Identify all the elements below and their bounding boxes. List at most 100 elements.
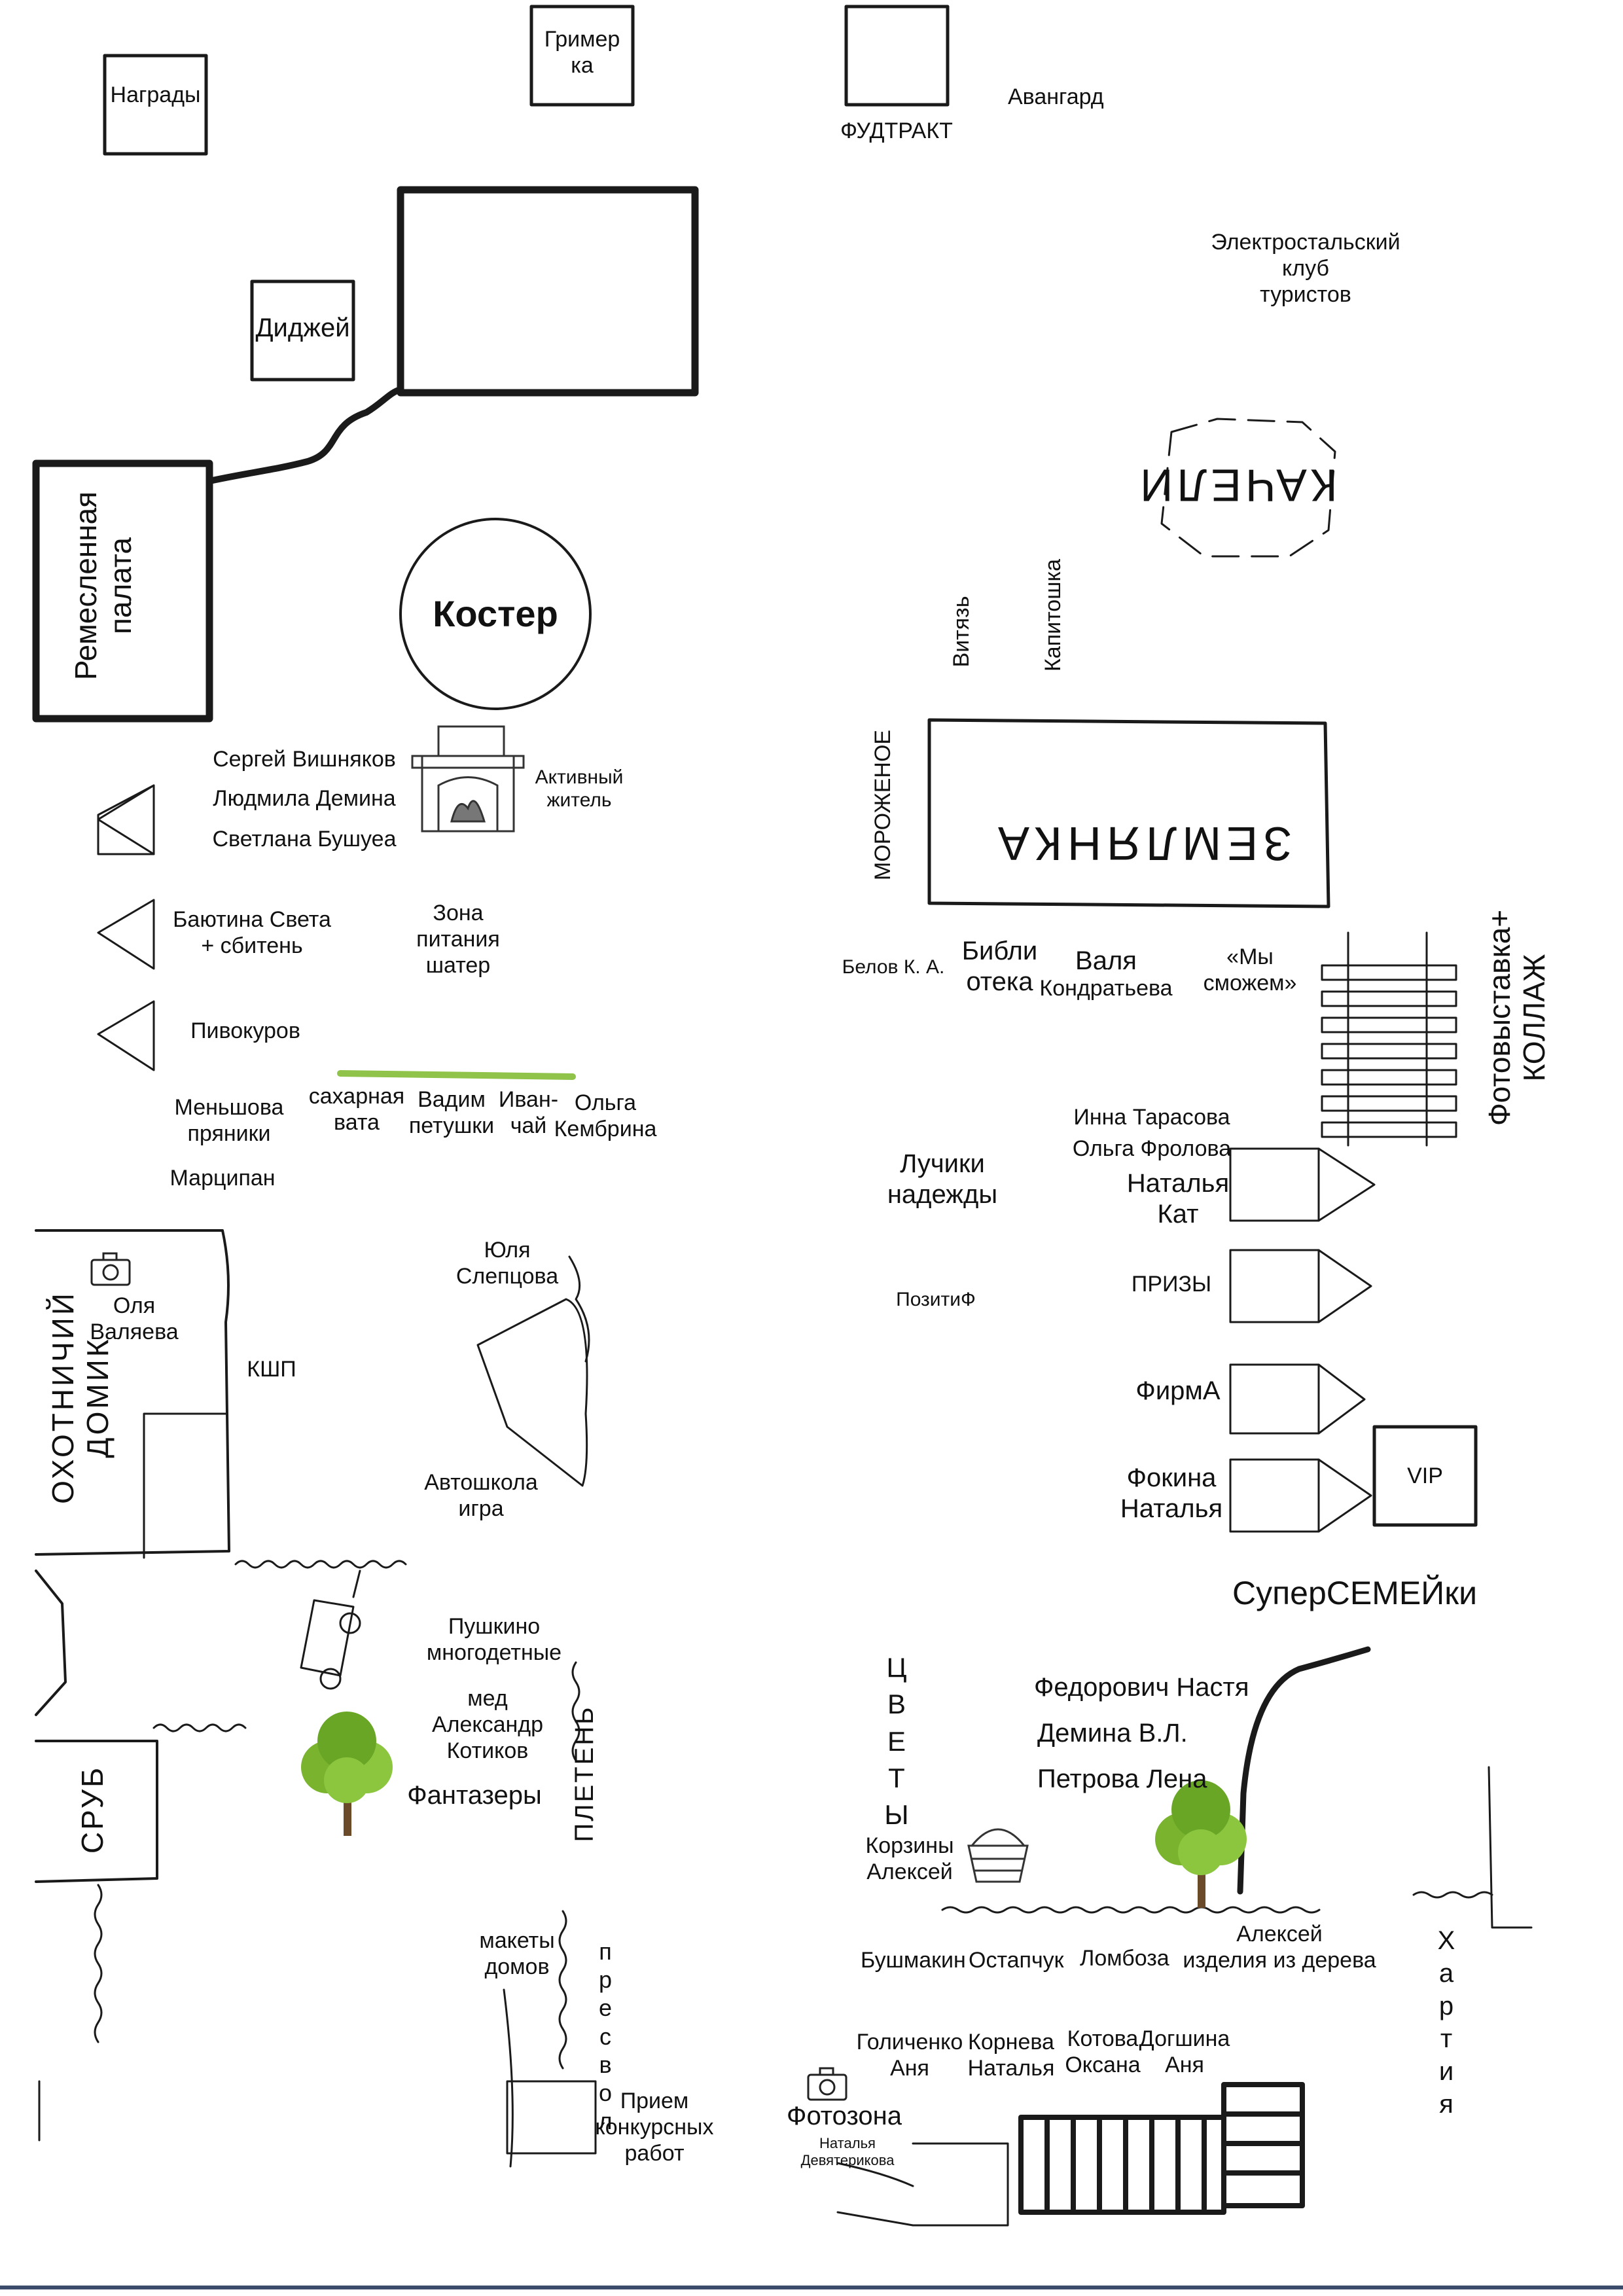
driving-school-label: Автошкола игра: [424, 1470, 538, 1522]
marzipan-label: Марципан: [169, 1166, 276, 1191]
hunter-house-outline: [35, 1229, 230, 1556]
vip-label: VIP: [1407, 1463, 1443, 1488]
natalia-kat-label: Наталья Кат: [1126, 1169, 1230, 1229]
wavy-mid: [152, 1723, 247, 1732]
swings-octagon: [1160, 418, 1336, 558]
kshp-label: КШП: [247, 1357, 296, 1382]
ostapchuk-label: Остапчук: [969, 1948, 1064, 1973]
prizes-label: ПРИЗЫ: [1131, 1272, 1212, 1297]
swings-label: КАЧЕЛИ: [1136, 459, 1338, 511]
yulia-label: Юля Слепцова: [455, 1238, 559, 1289]
tree-icon-left: [301, 1712, 393, 1836]
alexey-wood-label: Алексей изделия из дерева: [1183, 1922, 1376, 1973]
craft-chamber-label: Ремесленная палата: [69, 491, 137, 681]
stall-firma: [1229, 1363, 1366, 1435]
stall-baiutina-label: Баютина Света + сбитень: [173, 907, 331, 959]
inna-label: Инна Тарасова: [1073, 1105, 1230, 1130]
ivan-tea-label: Иван- чай: [498, 1087, 559, 1139]
stall-name-1: Сергей Вишняков: [213, 747, 396, 772]
stage-box: [397, 186, 699, 397]
bonfire-circle: [399, 518, 592, 710]
vip-box: [1372, 1425, 1478, 1527]
menshova-label: Меньшова пряники: [174, 1095, 284, 1147]
pozitif-label: ПозитиФ: [896, 1289, 976, 1310]
photozone-box: [912, 2142, 1009, 2227]
gate-sketch: [1018, 2082, 1305, 2215]
lower-left-path: [38, 1988, 514, 2168]
photozone-label: Фотозона: [787, 2102, 902, 2130]
kotova-label: Котова Оксана: [1065, 2026, 1141, 2078]
food-tent-label: Зона питания шатер: [416, 901, 500, 978]
golichenko-label: Голиченко Аня: [856, 2030, 963, 2081]
pivokurov-label: Пивокуров: [190, 1018, 300, 1043]
bushmakin-label: Бушмакин: [861, 1948, 966, 1973]
pushkino-label: Пушкино многодетные: [426, 1614, 562, 1666]
ice-cream-label: МОРОЖЕНОЕ: [870, 729, 895, 881]
foodtruck-box: [844, 5, 950, 107]
pointer-line: [1237, 1646, 1371, 1895]
avangard-label: Авангард: [1008, 84, 1104, 109]
bonfire-label: Костер: [433, 593, 558, 634]
luchiki-label: Лучики надежды: [887, 1149, 998, 1210]
contest-label: Прием конкурсных работ: [595, 2089, 714, 2166]
camera-icon-left: [90, 1252, 131, 1286]
petrova-label: Петрова Лена: [1037, 1765, 1207, 1793]
hunter-house-label: ОХОТНИЧИЙ ДОМИК: [46, 1291, 115, 1504]
demina-vl-label: Демина В.Л.: [1037, 1719, 1188, 1748]
cotton-candy-label: сахарная вата: [308, 1084, 405, 1136]
olga-kembrina-label: Ольга Кембрина: [554, 1090, 657, 1142]
olga-frolova-label: Ольга Фролова: [1072, 1136, 1232, 1161]
firma-label: ФирмА: [1135, 1376, 1221, 1405]
makeup-box: [529, 5, 635, 107]
photo-exhibit-label: Фотовыставка+ КОЛЛАЖ: [1482, 909, 1551, 1126]
wavy-vertical-left: [94, 1884, 103, 2043]
awards-box: [103, 54, 208, 156]
dugout-box: [927, 718, 1330, 908]
olya-label: Оля Валяева: [90, 1293, 179, 1345]
yulia-tent: [476, 1298, 588, 1487]
tourist-club-label: Электростальский клуб туристов: [1211, 230, 1400, 308]
dreamers-label: Фантазеры: [407, 1781, 542, 1810]
vityaz-label: Витязь: [949, 596, 974, 668]
stall-flag-2: [97, 899, 155, 970]
korneva-label: Корнева Наталья: [967, 2030, 1055, 2081]
house-models-label: макеты домов: [479, 1928, 555, 1980]
valya-label: Валя: [1075, 946, 1137, 975]
stall-fokina: [1229, 1458, 1372, 1533]
fence-sketch: [1321, 931, 1457, 1147]
stall-flag-1b: [97, 784, 155, 855]
kapitoshka-label: Капитошка: [1041, 558, 1065, 672]
cable-line: [206, 386, 404, 484]
we-can-label: «Мы сможем»: [1203, 944, 1297, 996]
green-path: [337, 1070, 576, 1080]
active-resident-label: Активный житель: [535, 766, 624, 812]
stall-prizes-1: [1229, 1147, 1376, 1222]
dogshina-label: Догшина Аня: [1139, 2026, 1230, 2078]
wavy-lower-right: [941, 1906, 1321, 1914]
photozone-author-label: Наталья Девятерикова: [800, 2135, 895, 2168]
baskets-label: Корзины Алексей: [865, 1833, 954, 1885]
tree-icon-right: [1155, 1780, 1247, 1908]
wagon-sketch: [300, 1570, 361, 1690]
makeup-label: Гример ка: [544, 27, 620, 79]
super-families-label: СуперСЕМЕЙки: [1232, 1575, 1477, 1611]
fokina-label: Фокина Наталья: [1120, 1463, 1223, 1524]
stall-flag-1: [97, 784, 155, 855]
log-house-outline: [35, 1570, 158, 1883]
library-label: Библи отека: [961, 937, 1038, 997]
camera-icon-photozone: [807, 2067, 847, 2101]
dj-box: [250, 279, 355, 382]
contest-box: [506, 2080, 597, 2155]
basket-icon: [967, 1828, 1029, 1883]
vadim-label: Вадим петушки: [408, 1087, 495, 1139]
stall-name-3: Светлана Бушуеа: [212, 827, 397, 852]
fireplace-icon: [411, 725, 525, 833]
stall-name-2: Людмила Демина: [213, 786, 396, 811]
awards-label: Награды: [110, 82, 201, 107]
wattle-label: ПЛЕТЕНЬ: [570, 1705, 599, 1842]
dj-label: Диджей: [255, 314, 350, 342]
